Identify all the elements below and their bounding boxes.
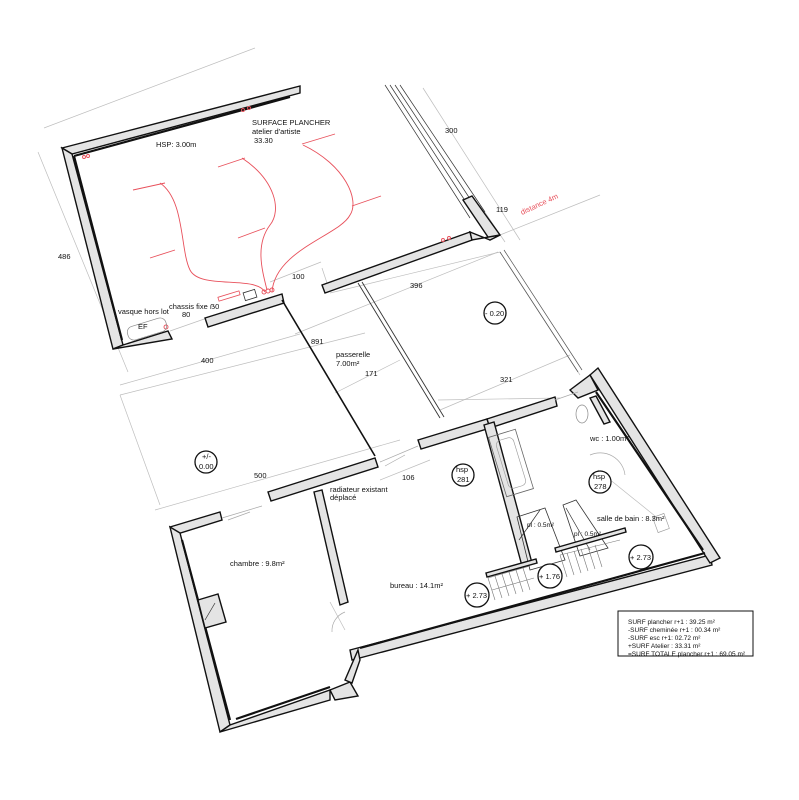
svg-text:hsp: hsp (456, 465, 468, 474)
dim-80: 80 (182, 310, 190, 319)
dim-396: 396 (410, 281, 423, 290)
svg-text:+ 2.73: + 2.73 (466, 591, 487, 600)
chimney (197, 593, 227, 629)
room-wc: wc : 1.00m² (589, 434, 629, 443)
atelier-walls (60, 85, 502, 350)
surface-row: +SURF Atelier : 33.31 m² (628, 643, 701, 650)
dim-500: 500 (254, 471, 267, 480)
dim-400: 400 (201, 356, 214, 365)
level-markers: - 0.20 +/- 0.00 hsp 281 hsp 278 + 2.73 +… (194, 301, 654, 608)
dim-486: 486 (58, 252, 71, 261)
atelier-area: 33.30 (254, 136, 273, 145)
dim-171: 171 (365, 369, 378, 378)
placard-2: pl : 0.5m² (574, 531, 602, 538)
atelier-title: SURFACE PLANCHER (252, 118, 331, 127)
vasque-label: vasque hors lot (118, 307, 170, 316)
radiator-note-2: déplacé (330, 493, 356, 502)
svg-text:278: 278 (594, 482, 607, 491)
labels: SURFACE PLANCHER atelier d'artiste 33.30… (58, 118, 665, 590)
level-minus-020: - 0.20 (483, 301, 507, 325)
svg-text:hsp: hsp (593, 472, 605, 481)
level-hsp-281: hsp 281 (451, 463, 475, 487)
svg-text:0.00: 0.00 (199, 462, 214, 471)
dim-106: 106 (402, 473, 415, 482)
level-plus-273-left: + 2.73 (464, 582, 490, 608)
lower-walls (168, 366, 722, 734)
placard-1: pl : 0.5m² (527, 522, 555, 529)
room-salle-de-bain: salle de bain : 8.3m² (597, 514, 665, 523)
atelier-hsp: HSP: 3.00m (156, 140, 196, 149)
dim-119: 119 (496, 205, 508, 214)
distance-note: distance 4m (519, 192, 559, 217)
chassis-label: chassis fixe ẞ0 (169, 302, 219, 311)
dim-891: 891 (311, 337, 324, 346)
level-hsp-278: hsp 278 (588, 470, 612, 494)
bathroom-fixtures (488, 395, 670, 533)
surface-summary-table: SURF plancher r+1 : 39.25 m² -SURF chemi… (617, 610, 754, 658)
passerelle-name: passerelle (336, 350, 370, 359)
electrical-layout (82, 106, 451, 330)
ef-label: EF (138, 322, 148, 331)
radiator-note-1: radiateur existant (330, 485, 388, 494)
dim-100: 100 (292, 272, 305, 281)
passerelle-lines (281, 249, 583, 457)
atelier-subtitle: atelier d'artiste (252, 127, 301, 136)
svg-text:- 0.20: - 0.20 (485, 309, 504, 318)
room-bureau: bureau : 14.1m² (390, 581, 443, 590)
surface-row: =SURF TOTALE plancher r+1 : 69.05 m² (628, 651, 746, 658)
surface-row: -SURF esc r+1: 02.72 m² (628, 635, 701, 642)
glazed-wall (384, 84, 486, 219)
svg-text:+ 1.76: + 1.76 (539, 572, 560, 581)
surface-row: -SURF cheminée r+1 : 00.34 m² (628, 627, 721, 634)
surface-row: SURF plancher r+1 : 39.25 m² (628, 619, 716, 626)
dim-321: 321 (500, 375, 513, 384)
passerelle-area: 7.00m² (336, 359, 360, 368)
svg-text:281: 281 (457, 475, 470, 484)
level-plus-273-right: + 2.73 (628, 544, 654, 570)
doors (221, 391, 626, 633)
room-chambre: chambre : 9.8m² (230, 559, 285, 568)
svg-text:+/-: +/- (202, 452, 211, 461)
level-plus-176: + 1.76 (537, 563, 563, 589)
level-zero: +/- 0.00 (194, 450, 218, 474)
svg-text:+ 2.73: + 2.73 (630, 553, 651, 562)
vasque (126, 317, 168, 341)
stairs (485, 499, 627, 601)
dim-300: 300 (445, 126, 458, 135)
